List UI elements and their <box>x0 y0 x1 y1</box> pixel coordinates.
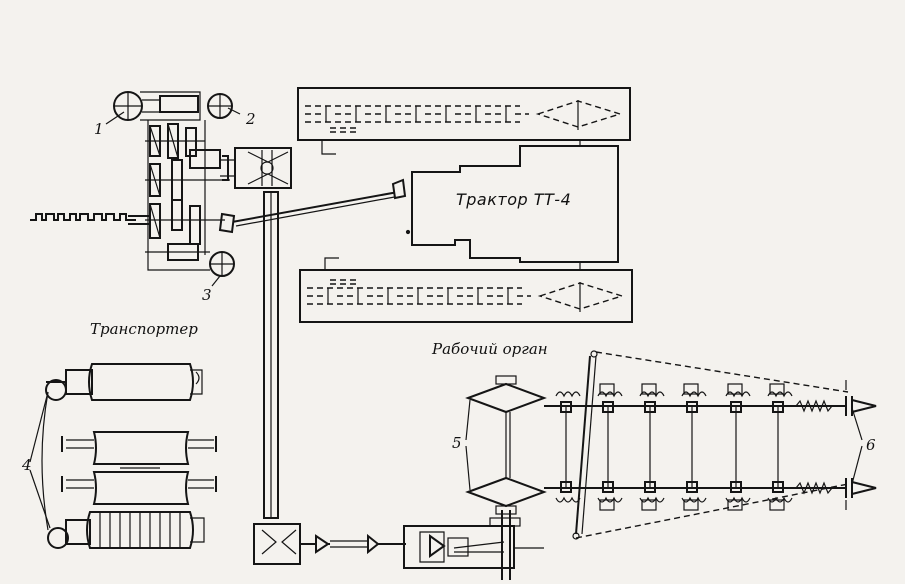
main-gearbox <box>30 91 292 277</box>
callout-1: 1 <box>94 120 104 138</box>
callout-5: 5 <box>452 434 462 452</box>
conveyor <box>41 363 217 549</box>
callout-3: 3 <box>202 286 212 304</box>
callout-2: 2 <box>245 110 256 128</box>
working-body-label: Рабочий орган <box>431 340 548 358</box>
vertical-drive-shaft <box>263 191 279 519</box>
tractor-body <box>405 140 619 270</box>
lower-bevel-gearbox <box>253 523 406 565</box>
callout-6: 6 <box>866 436 876 454</box>
working-body <box>465 350 877 540</box>
callout-5-leader <box>465 399 471 491</box>
callout-4: 4 <box>21 456 32 474</box>
callout-6-leader <box>851 407 863 485</box>
callout-leaders-top <box>105 107 241 287</box>
lower-track <box>299 257 633 323</box>
callout-4-leader <box>29 391 51 529</box>
tractor-label: Трактор ТТ-4 <box>456 190 571 209</box>
reduction-gearbox <box>403 510 544 580</box>
pto-shaft <box>218 178 407 234</box>
conveyor-label: Транспортер <box>90 320 198 338</box>
upper-track <box>297 87 631 155</box>
